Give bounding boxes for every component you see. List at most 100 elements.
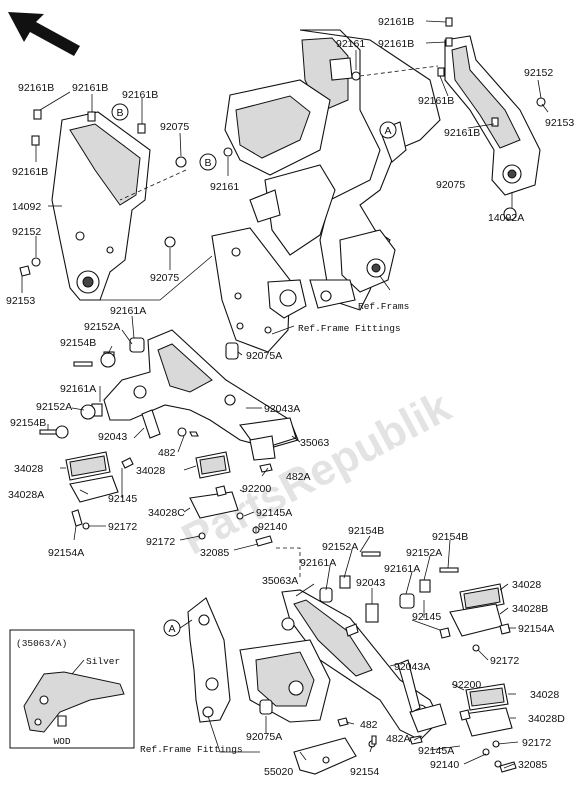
footpeg-right-passenger xyxy=(459,683,517,773)
label-92154: 92154 xyxy=(350,766,379,778)
label-34028D: 34028D xyxy=(528,713,565,725)
label-92161A: 92161A xyxy=(110,305,146,317)
label-92172: 92172 xyxy=(522,737,551,749)
label-32085: 32085 xyxy=(200,547,229,559)
label-92152A: 92152A xyxy=(84,321,120,333)
label-92161B: 92161B xyxy=(18,82,54,94)
label-92152A: 92152A xyxy=(322,541,358,553)
label-92161B: 92161B xyxy=(122,89,158,101)
label-92153: 92153 xyxy=(6,295,35,307)
label-92152A: 92152A xyxy=(36,401,72,413)
label-34028: 34028 xyxy=(512,579,541,591)
label-35063A: 35063A xyxy=(262,575,298,587)
label-92161B: 92161B xyxy=(378,38,414,50)
label-92152A: 92152A xyxy=(406,547,442,559)
inset-box: (35063/A) Silver WOD xyxy=(9,629,135,749)
heel-guard-left xyxy=(51,111,151,301)
label-92161A: 92161A xyxy=(384,563,420,575)
bolts-left-upper xyxy=(39,337,273,473)
heel-guard-right xyxy=(444,35,541,196)
label-92154B: 92154B xyxy=(348,525,384,537)
label-92161B: 92161B xyxy=(418,95,454,107)
label-92043: 92043 xyxy=(98,431,127,443)
label-92200: 92200 xyxy=(452,679,481,691)
label-92043A: 92043A xyxy=(264,403,300,415)
label-92075A: 92075A xyxy=(246,731,282,743)
label-14092: 14092 xyxy=(12,201,41,213)
label-32085: 32085 xyxy=(518,759,547,771)
callout-a-2: A xyxy=(163,619,181,637)
label-92153: 92153 xyxy=(545,117,574,129)
label-14092A: 14092A xyxy=(488,212,524,224)
label-92154B: 92154B xyxy=(432,531,468,543)
label-92172: 92172 xyxy=(490,655,519,667)
callout-b-1: B xyxy=(111,103,129,121)
footpeg-left-rider xyxy=(65,451,119,530)
label-92075: 92075 xyxy=(160,121,189,133)
label-92075A: 92075A xyxy=(246,350,282,362)
label-92152: 92152 xyxy=(12,226,41,238)
frame-fittings-plate xyxy=(211,227,307,353)
label-92145A: 92145A xyxy=(256,507,292,519)
label-92172: 92172 xyxy=(108,521,137,533)
label-92154A: 92154A xyxy=(518,623,554,635)
label-34028B: 34028B xyxy=(512,603,548,615)
label-92145A: 92145A xyxy=(418,745,454,757)
label-92161B: 92161B xyxy=(12,166,48,178)
label-92161: 92161 xyxy=(210,181,239,193)
label-ref-frame-fittings: Ref.Frame Fittings xyxy=(298,323,401,334)
clips-right xyxy=(351,17,546,221)
svg-text:B: B xyxy=(204,157,211,169)
callout-b-2: B xyxy=(199,153,217,171)
inset-model: WOD xyxy=(53,736,70,747)
label-34028A: 34028A xyxy=(8,489,44,501)
label-482A: 482A xyxy=(386,733,411,745)
label-92161A: 92161A xyxy=(60,383,96,395)
footpeg-bracket-left xyxy=(103,329,299,461)
clips-left xyxy=(19,109,233,277)
label-92172: 92172 xyxy=(146,536,175,548)
label-92152: 92152 xyxy=(524,67,553,79)
inset-title: (35063/A) xyxy=(16,638,67,649)
label-92154A: 92154A xyxy=(48,547,84,559)
label-92075: 92075 xyxy=(150,272,179,284)
label-482A: 482A xyxy=(286,471,311,483)
label-92140: 92140 xyxy=(258,521,287,533)
label-92145: 92145 xyxy=(108,493,137,505)
label-92140: 92140 xyxy=(430,759,459,771)
leader-lines xyxy=(21,20,549,769)
svg-text:A: A xyxy=(384,125,391,137)
label-92161A: 92161A xyxy=(300,557,336,569)
label-55020: 55020 xyxy=(264,766,293,778)
svg-text:B: B xyxy=(116,107,123,119)
inset-note: Silver xyxy=(86,656,120,667)
label-34028: 34028 xyxy=(530,689,559,701)
svg-text:A: A xyxy=(168,623,175,635)
callout-a-1: A xyxy=(379,121,397,139)
direction-arrow-icon xyxy=(8,12,80,56)
label-34028C: 34028C xyxy=(148,507,185,519)
cover-55020 xyxy=(293,735,377,775)
label-92200: 92200 xyxy=(242,483,271,495)
label-ref-frame-fittings: Ref.Frame Fittings xyxy=(140,744,243,755)
label-92043: 92043 xyxy=(356,577,385,589)
footpeg-left-passenger xyxy=(121,451,273,547)
label-482: 482 xyxy=(158,447,176,459)
label-92154B: 92154B xyxy=(10,417,46,429)
label-92161B: 92161B xyxy=(444,127,480,139)
label-92161B: 92161B xyxy=(378,16,414,28)
label-ref-frams: Ref.Frams xyxy=(358,301,409,312)
label-92161: 92161 xyxy=(336,38,365,50)
label-92145: 92145 xyxy=(412,611,441,623)
label-92161B: 92161B xyxy=(72,82,108,94)
label-34028: 34028 xyxy=(14,463,43,475)
label-92154B: 92154B xyxy=(60,337,96,349)
label-482: 482 xyxy=(360,719,378,731)
footpeg-right-rider xyxy=(439,583,511,652)
part-labels: 92161B 92161B 92161 92152 92153 92161B 9… xyxy=(6,16,574,778)
label-34028: 34028 xyxy=(136,465,165,477)
label-35063: 35063 xyxy=(300,437,329,449)
frame-assembly xyxy=(224,29,441,311)
label-92043A: 92043A xyxy=(394,661,430,673)
